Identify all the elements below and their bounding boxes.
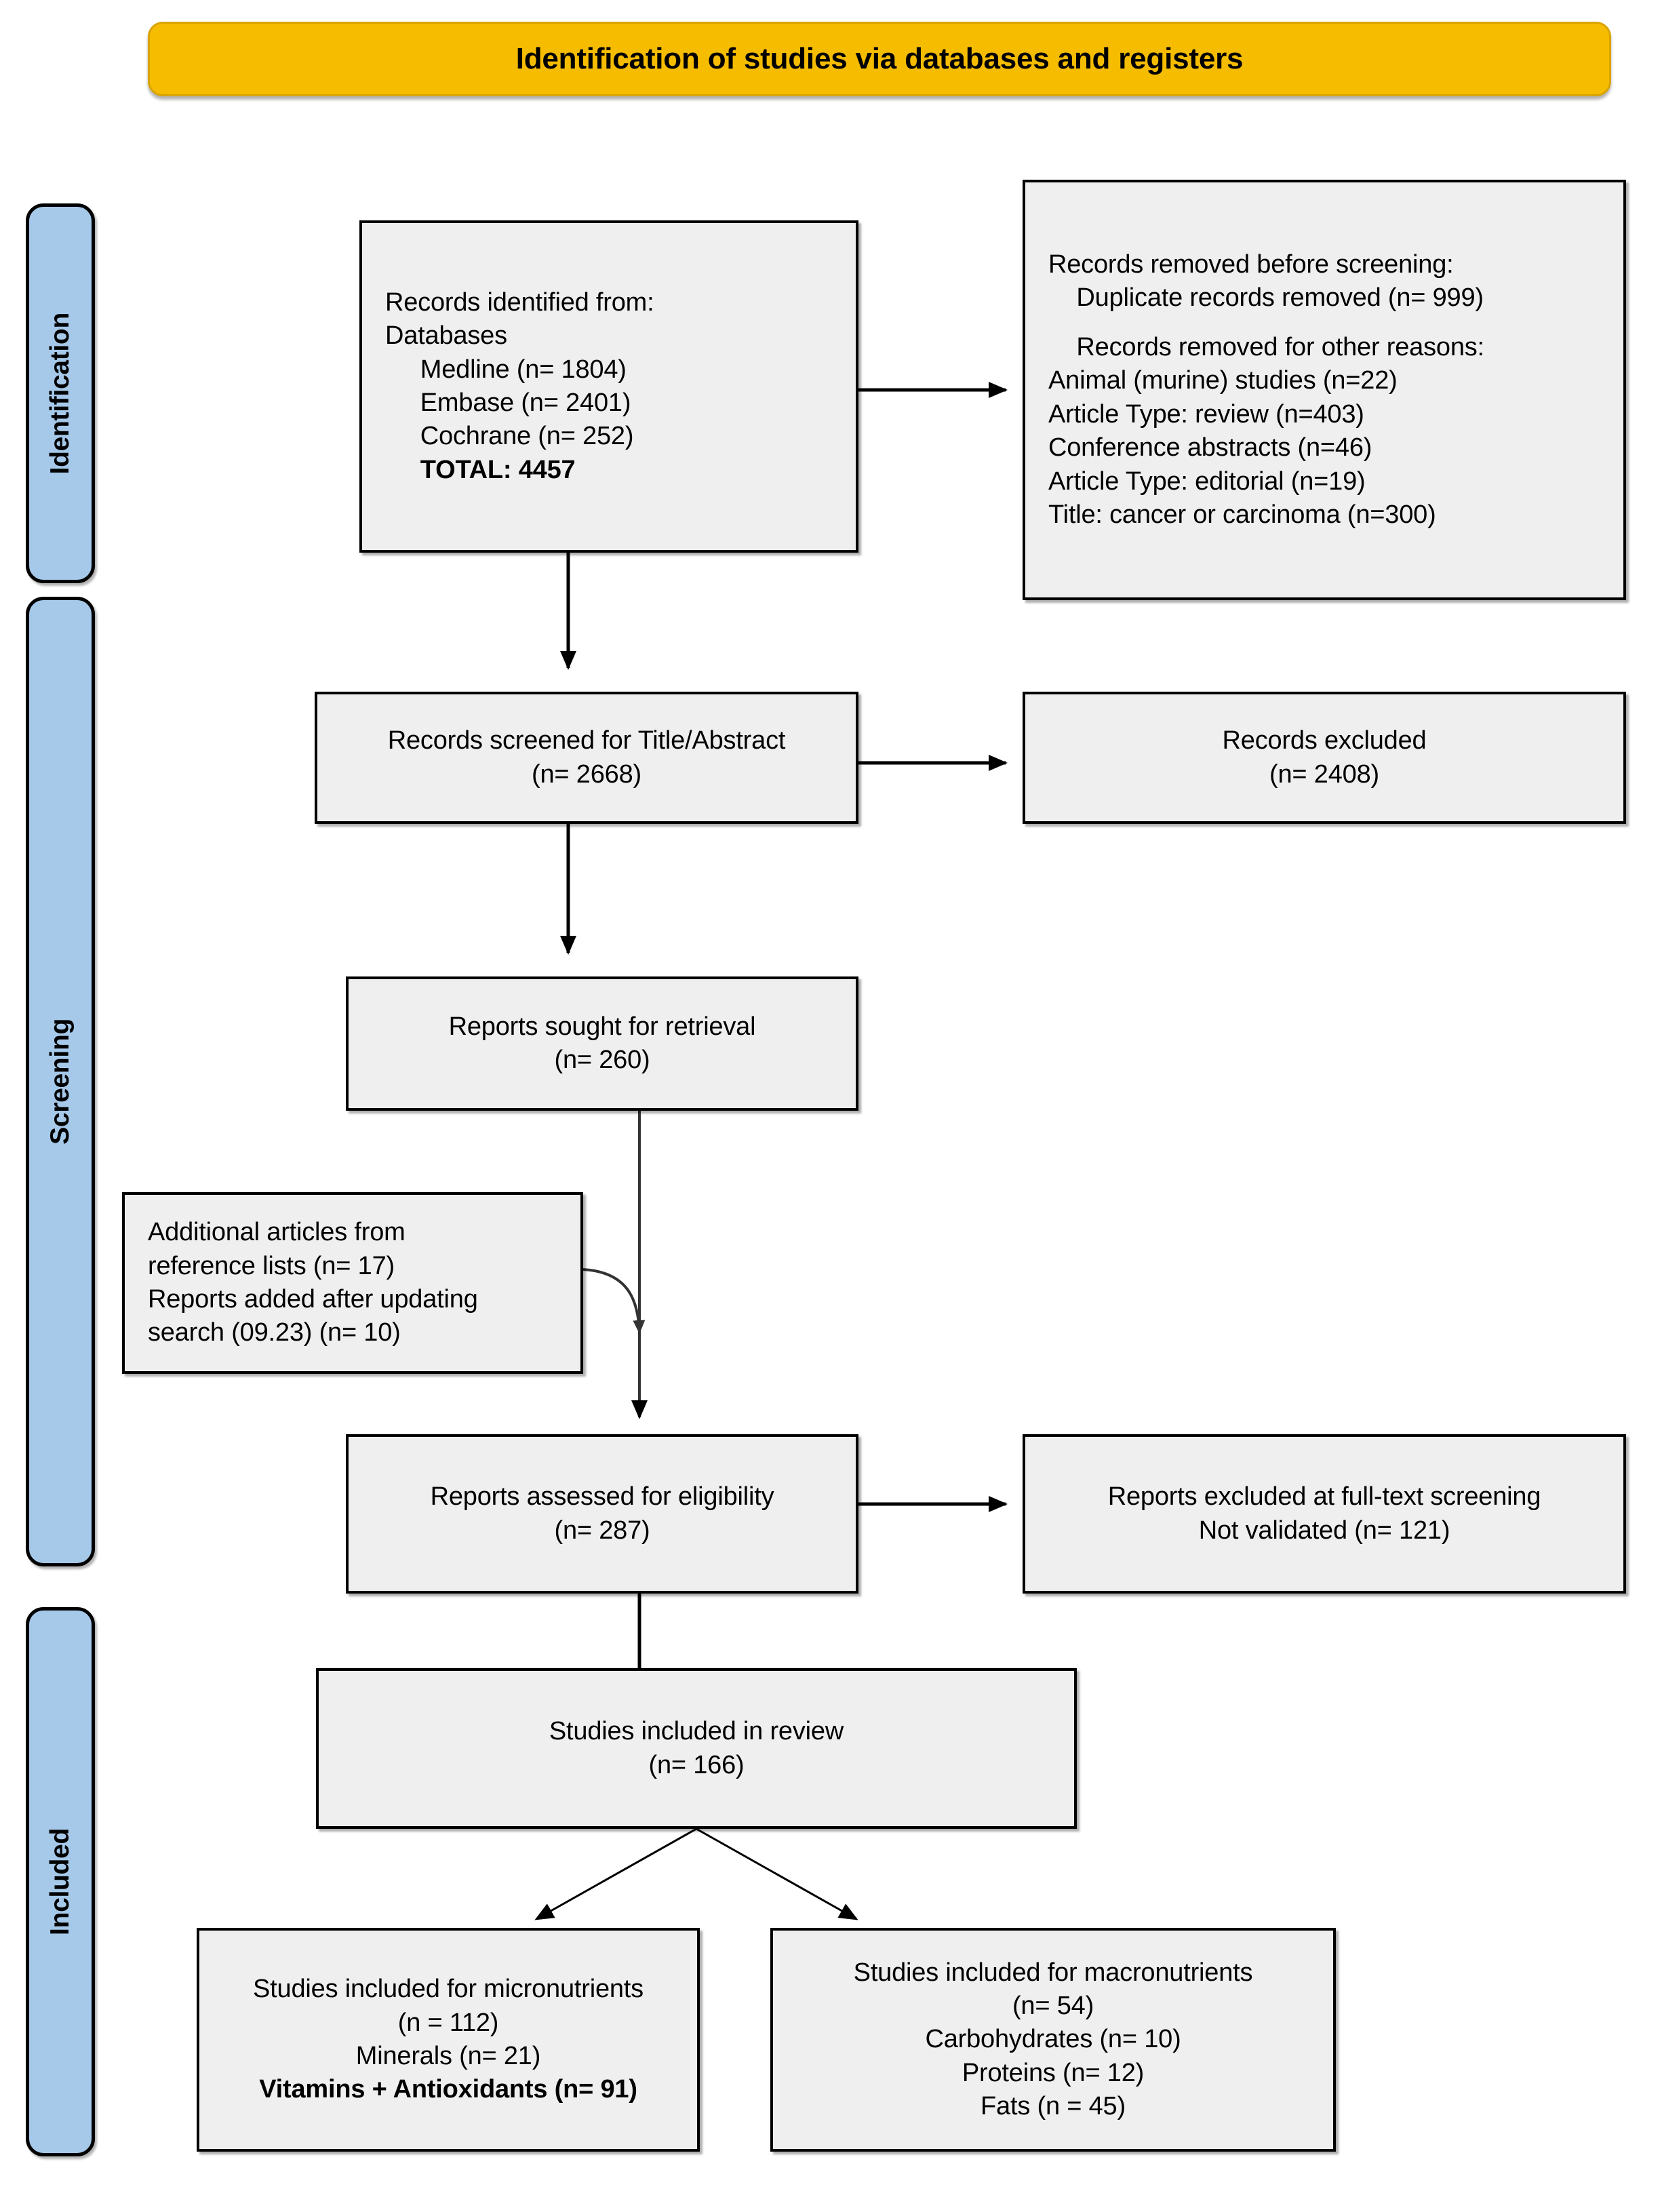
text-line: Additional articles from [148,1218,405,1247]
text-line: (n= 260) [554,1046,650,1074]
records-excluded-lines: Records excluded (n= 2408) [1025,724,1623,791]
text-line: (n= 2408) [1269,759,1379,789]
text-line: Records excluded [1222,726,1427,755]
text-line: (n= 166) [648,1750,745,1779]
records-screened-lines: Records screened for Title/Abstract (n= 2… [317,724,856,791]
text-line: Studies included for macronutrients [853,1958,1253,1987]
micronutrients-lines: Studies included for micronutrients (n = … [199,1973,697,2107]
text-line: Reports excluded at full-text screening [1107,1482,1541,1512]
reports-sought-lines: Reports sought for retrieval (n= 260) [349,1010,856,1078]
text-line: Carbohydrates (n= 10) [925,2025,1181,2054]
records-identified-box: Records identified from: Databases Medlin… [359,220,858,553]
text-line: Medline (n= 1804) [385,355,627,384]
text-line: Proteins (n= 12) [962,2058,1145,2087]
text-line: Reports sought for retrieval [448,1012,756,1041]
text-line: Records identified from: [385,288,654,317]
arrow-additional-to-trunk [582,1268,646,1334]
text-line: Not validated (n= 121) [1198,1516,1450,1545]
stage-screening-label: Screening [45,1019,75,1145]
text-line: Records screened for Title/Abstract [387,726,786,755]
stage-identification: Identification [26,203,95,583]
text-line: Animal (murine) studies (n=22) [1048,366,1398,395]
text-line: Cochrane (n= 252) [385,422,634,451]
text-line: Records removed before screening: [1048,250,1454,279]
macronutrients-box: Studies included for macronutrients (n= 5… [770,1928,1336,2152]
arrow-included-to-macronutrients [696,1828,858,1920]
studies-included-lines: Studies included in review (n= 166) [319,1715,1074,1782]
stage-identification-label: Identification [45,312,75,475]
text-line: search (09.23) (n= 10) [148,1318,401,1347]
stage-included: Included [26,1607,95,2156]
text-line: Fats (n = 45) [981,2092,1126,2121]
studies-included-box: Studies included in review (n= 166) [316,1668,1077,1829]
records-screened-box: Records screened for Title/Abstract (n= 2… [315,692,858,824]
additional-articles-lines: Additional articles from reference lists … [125,1216,580,1350]
text-line: Reports added after updating [148,1285,478,1314]
reports-sought-box: Reports sought for retrieval (n= 260) [346,976,858,1111]
macronutrients-lines: Studies included for macronutrients (n= 5… [773,1956,1333,2124]
text-line: reference lists (n= 17) [148,1251,395,1280]
text-line: Databases [385,321,507,351]
records-excluded-box: Records excluded (n= 2408) [1023,692,1626,824]
records-identified-lines: Records identified from: Databases Medlin… [362,286,856,487]
text-line: Records removed for other reasons: [1048,332,1484,361]
records-removed-lines: Records removed before screening: Duplic… [1025,248,1623,532]
text-line: Duplicate records removed (n= 999) [1048,283,1484,313]
records-removed-box: Records removed before screening: Duplic… [1023,180,1626,600]
reports-assessed-box: Reports assessed for eligibility (n= 287) [346,1434,858,1594]
text-line: (n = 112) [397,2008,499,2037]
text-line: Reports assessed for eligibility [430,1482,774,1512]
text-line: Article Type: editorial (n=19) [1048,467,1366,496]
text-line: (n= 54) [1012,1991,1094,2020]
text-line: Studies included in review [549,1717,844,1746]
stage-included-label: Included [45,1828,75,1935]
text-line: Minerals (n= 21) [355,2042,541,2070]
diagram-title-banner: Identification of studies via databases … [148,22,1611,96]
arrow-included-to-micronutrients [534,1828,697,1920]
text-line: Title: cancer or carcinoma (n=300) [1048,500,1436,529]
stage-screening: Screening [26,597,95,1566]
text-line: Studies included for micronutrients [253,1975,644,2004]
text-line: Conference abstracts (n=46) [1048,433,1372,462]
text-line: TOTAL: 4457 [385,455,576,484]
reports-assessed-lines: Reports assessed for eligibility (n= 287) [349,1480,856,1547]
page-title: Identification of studies via databases … [515,42,1244,75]
text-line: Article Type: review (n=403) [1048,399,1364,429]
text-line: Embase (n= 2401) [385,389,631,417]
text-line [1048,315,1623,331]
micronutrients-box: Studies included for micronutrients (n = … [197,1928,700,2152]
additional-articles-box: Additional articles from reference lists … [122,1192,583,1374]
text-line: (n= 287) [554,1516,650,1545]
text-line: Vitamins + Antioxidants (n= 91) [259,2075,637,2104]
text-line: (n= 2668) [532,759,641,789]
